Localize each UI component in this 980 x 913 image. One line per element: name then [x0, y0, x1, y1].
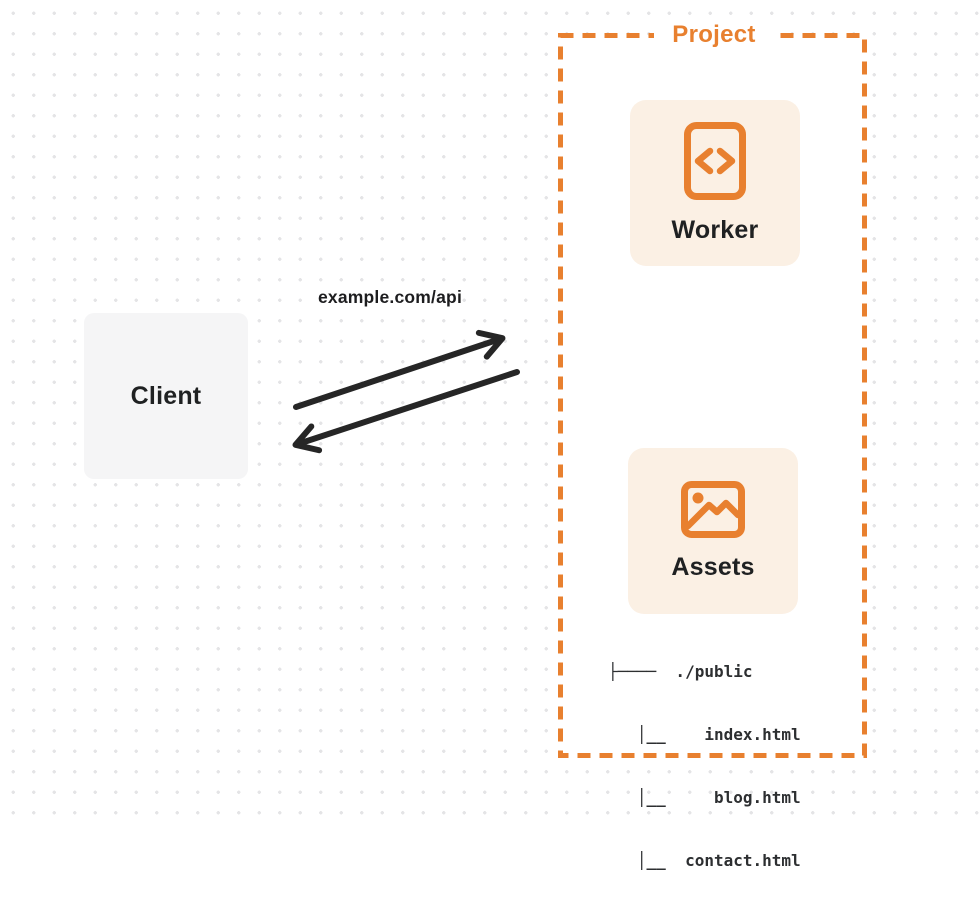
project-label: Project [654, 21, 774, 49]
request-arrow [293, 329, 506, 410]
file-tree-line: │__ blog.html [608, 788, 801, 807]
assets-file-tree: ├──── ./public │__ index.html │__ blog.h… [608, 619, 801, 913]
file-tree-line: │__ contact.html [608, 851, 801, 870]
client-node: Client [84, 313, 248, 479]
file-tree-root: ├──── ./public [608, 662, 753, 681]
image-icon-mountains [684, 499, 742, 529]
code-file-icon [684, 122, 746, 200]
file-tree-line: │__ index.html [608, 725, 801, 744]
assets-label: Assets [671, 552, 755, 581]
image-icon-sun [692, 492, 704, 503]
diagram-canvas: Client example.com/api Project Worker As… [0, 0, 980, 870]
response-arrow [292, 369, 520, 454]
client-label: Client [130, 381, 202, 410]
worker-label: Worker [671, 216, 759, 244]
assets-node: Assets [628, 448, 798, 614]
worker-node: Worker [630, 100, 800, 266]
image-icon [681, 480, 745, 538]
api-url-label: example.com/api [317, 287, 463, 307]
